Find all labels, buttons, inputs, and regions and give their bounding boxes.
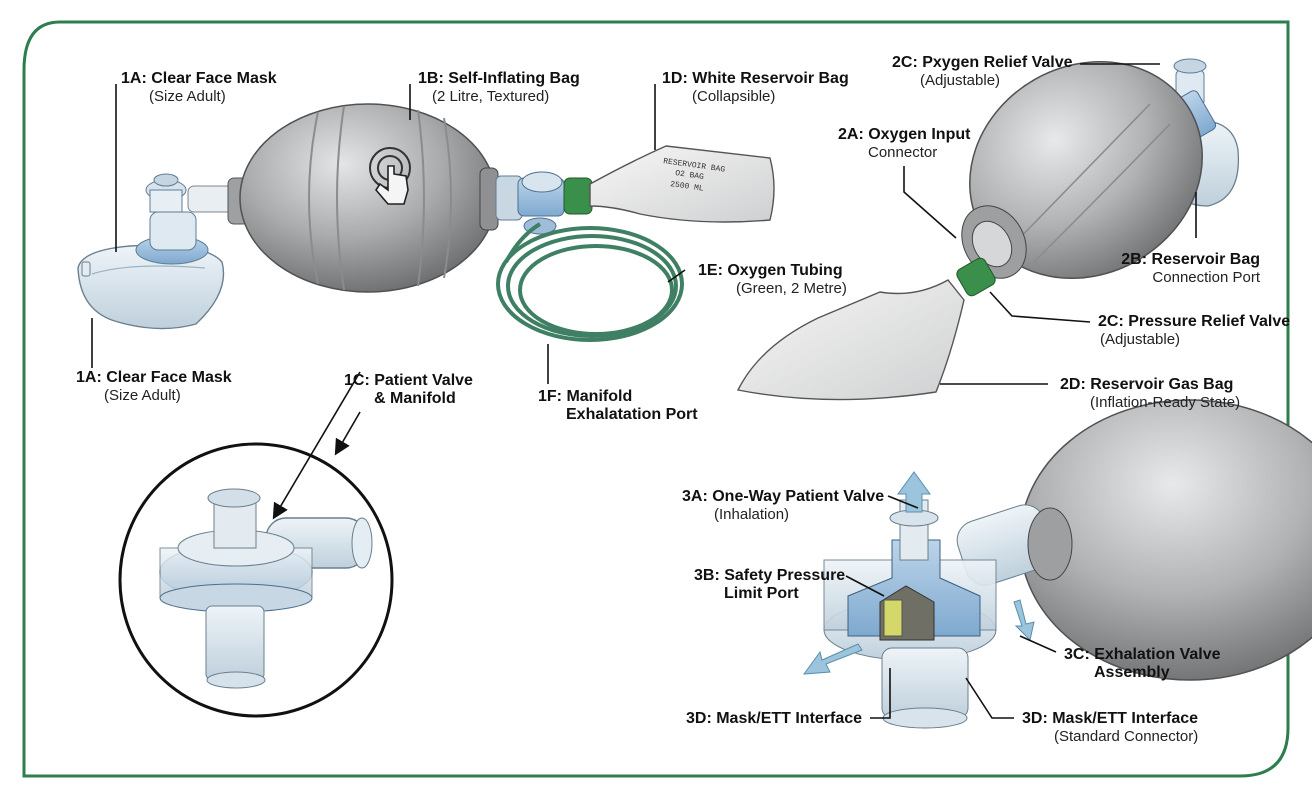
label-3d-right-sub: (Standard Connector) xyxy=(1054,728,1199,746)
label-2c-top-sub: (Adjustable) xyxy=(920,72,1001,90)
flow-arrows xyxy=(802,471,1035,675)
label-2c-bottom: 2C: Pressure Relief Valve (Adjustable) xyxy=(1098,313,1290,349)
label-1a-bottom-title: 1A: Clear Face Mask xyxy=(76,369,232,386)
self-inflating-bag-1 xyxy=(239,103,497,293)
label-1d: 1D: White Reservoir Bag (Collapsible) xyxy=(662,70,849,106)
label-1a-bottom: 1A: Clear Face Mask (Size Adult) xyxy=(76,369,232,405)
label-2b-title: 2B: Reservoir Bag xyxy=(1121,251,1260,268)
label-1f-title2: Exhalatation Port xyxy=(566,406,698,424)
label-1f-title: 1F: Manifold xyxy=(538,388,633,405)
label-1a-bottom-sub: (Size Adult) xyxy=(104,387,181,405)
label-2d-sub: (Inflation-Ready State) xyxy=(1090,394,1241,412)
label-2c-bottom-sub: (Adjustable) xyxy=(1100,331,1181,349)
label-3b: 3B: Safety Pressure Limit Port xyxy=(694,567,845,604)
label-1b-title: 1B: Self-Inflating Bag xyxy=(418,70,580,87)
label-1b: 1B: Self-Inflating Bag (2 Litre, Texture… xyxy=(418,70,580,106)
label-3b-title2: Limit Port xyxy=(724,585,799,603)
label-2c-bottom-title: 2C: Pressure Relief Valve xyxy=(1098,313,1291,330)
label-3a-title: 3A: One-Way Patient Valve xyxy=(682,488,885,505)
label-1a-top-sub: (Size Adult) xyxy=(149,88,226,106)
reservoir-bag-2 xyxy=(736,279,965,401)
label-1f: 1F: Manifold Exhalatation Port xyxy=(538,388,698,425)
label-3c-title2: Assembly xyxy=(1094,664,1170,682)
label-1d-title: 1D: White Reservoir Bag xyxy=(662,70,849,87)
oxygen-tubing xyxy=(496,222,684,342)
label-3d-right: 3D: Mask/ETT Interface (Standard Connect… xyxy=(1022,710,1198,746)
label-2c-top-title: 2C: Pxygen Relief Valve xyxy=(892,54,1073,71)
reservoir-print-2: O2 BAG xyxy=(675,169,705,182)
press-hand-icon xyxy=(369,147,411,205)
patient-valve-detail xyxy=(118,442,394,718)
label-2a: 2A: Oxygen Input Connector xyxy=(838,126,970,162)
cutaway-valve-illustration xyxy=(802,399,1312,729)
label-3a-sub: (Inhalation) xyxy=(714,506,790,524)
label-2c-top: 2C: Pxygen Relief Valve (Adjustable) xyxy=(892,54,1073,90)
label-2a-title: 2A: Oxygen Input xyxy=(838,126,971,143)
label-1c-title: 1C: Patient Valve xyxy=(344,372,473,389)
label-3b-title: 3B: Safety Pressure xyxy=(694,567,846,584)
label-2b: 2B: Reservoir Bag Connection Port xyxy=(1110,251,1260,287)
label-1e-title: 1E: Oxygen Tubing xyxy=(698,262,843,279)
label-1b-sub: (2 Litre, Textured) xyxy=(432,88,550,106)
label-1a-top: 1A: Clear Face Mask (Size Adult) xyxy=(121,70,277,106)
label-1d-sub: (Collapsible) xyxy=(692,88,776,106)
label-2a-sub: Connector xyxy=(868,144,938,162)
reservoir-bag-1 xyxy=(589,145,775,223)
assembly-1-illustration: RESERVOIR BAG O2 BAG 2500 ML xyxy=(77,103,775,342)
leader-lines xyxy=(91,63,1197,719)
label-2d: 2D: Reservoir Gas Bag (Inflation-Ready S… xyxy=(1058,376,1240,412)
label-1e: 1E: Oxygen Tubing (Green, 2 Metre) xyxy=(692,262,847,298)
label-2d-title: 2D: Reservoir Gas Bag xyxy=(1060,376,1234,393)
label-1c: 1C: Patient Valve & Manifold xyxy=(344,372,473,409)
assembly-2-illustration xyxy=(736,58,1240,401)
label-1a-top-title: 1A: Clear Face Mask xyxy=(121,70,277,87)
label-3d-left-title: 3D: Mask/ETT Interface xyxy=(686,710,863,727)
label-3c-title: 3C: Exhalation Valve xyxy=(1064,646,1221,663)
label-1c-title2: & Manifold xyxy=(374,390,456,408)
diagram-frame xyxy=(22,20,1290,778)
face-mask-1 xyxy=(77,244,225,330)
label-1e-sub: (Green, 2 Metre) xyxy=(736,280,847,298)
label-2b-sub: Connection Port xyxy=(1152,269,1260,287)
label-3c: 3C: Exhalation Valve Assembly xyxy=(1064,646,1221,683)
label-3d-right-title: 3D: Mask/ETT Interface xyxy=(1022,710,1199,727)
label-3a: 3A: One-Way Patient Valve (Inhalation) xyxy=(682,488,884,524)
label-3d-left: 3D: Mask/ETT Interface xyxy=(686,710,862,728)
